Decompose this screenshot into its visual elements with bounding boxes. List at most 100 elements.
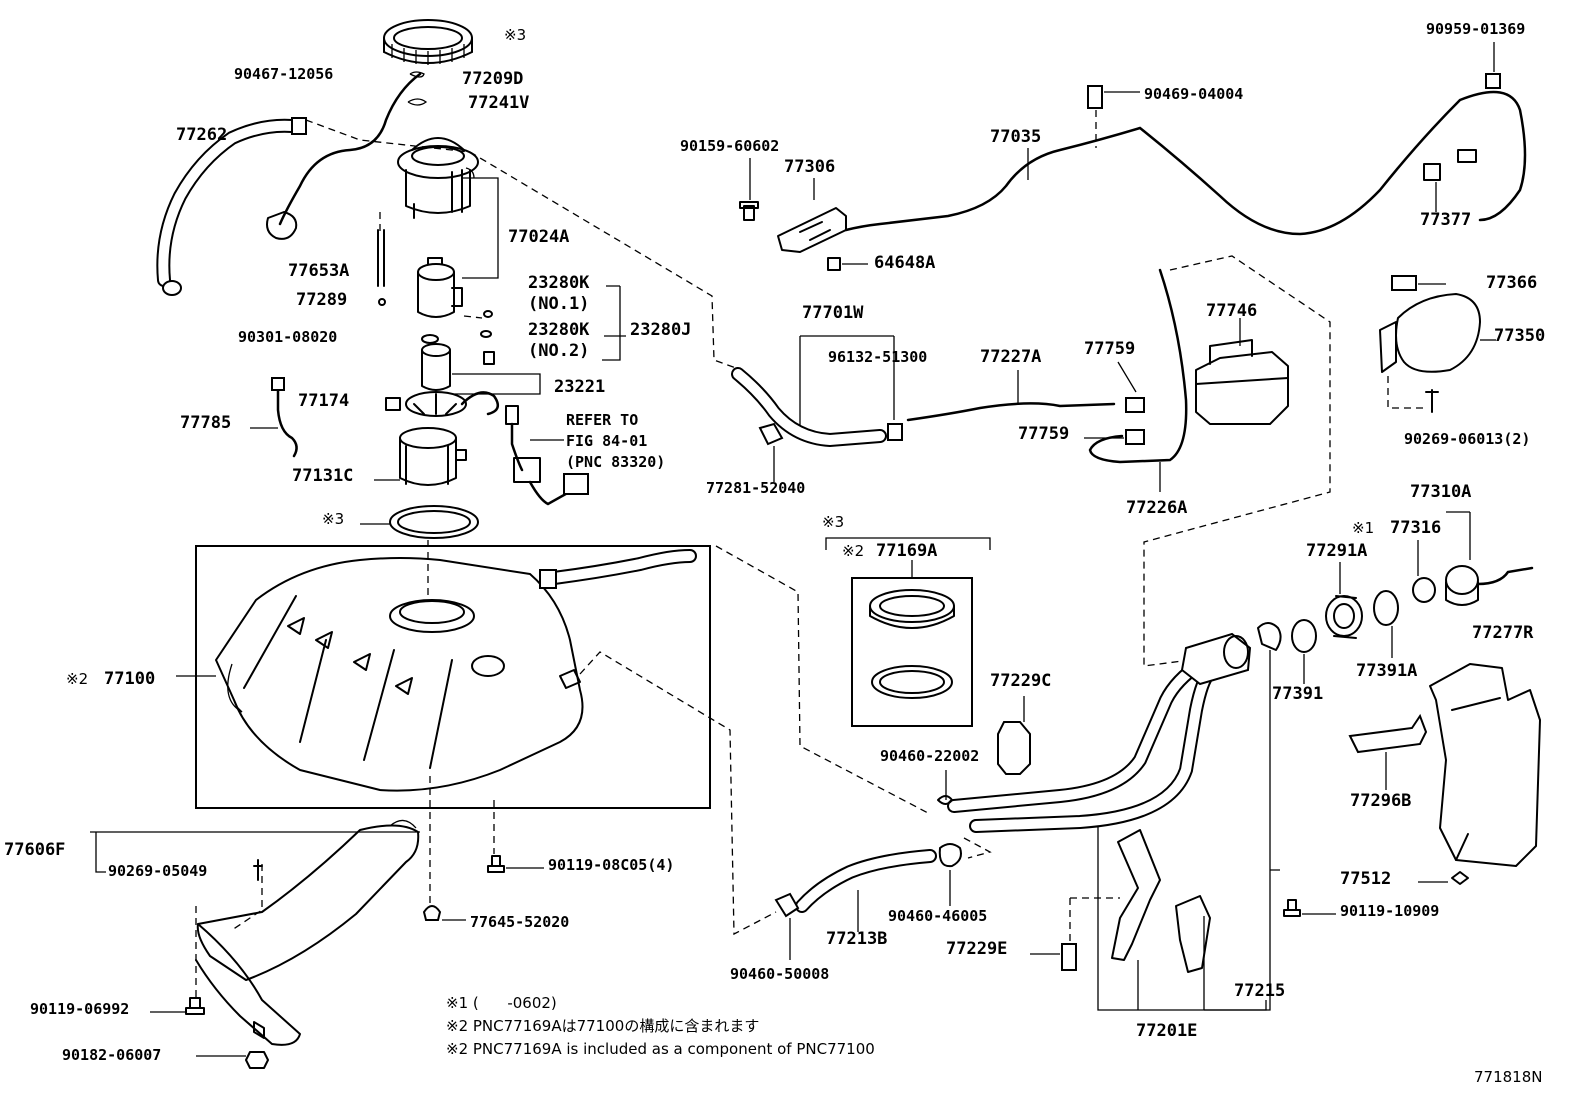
fuel-lid-77350 (1379, 293, 1481, 373)
footnote-1: ※1 ( -0602) (446, 994, 557, 1012)
reference-text: (PNC 83320) (566, 453, 665, 471)
part-label-small: 90467-12056 (234, 65, 333, 83)
part-label: 77229E (946, 939, 1007, 959)
part-label: 77377 (1420, 210, 1471, 230)
housing-77291a (1325, 595, 1363, 639)
gasket-set (871, 665, 953, 699)
part-label: 77241V (468, 93, 529, 113)
hose-77701w (731, 367, 887, 448)
clip-96132 (887, 423, 903, 441)
clamp-90469 (1087, 85, 1103, 109)
part-label: 77262 (176, 125, 227, 145)
cable-77035 (844, 90, 1527, 236)
reference-text: REFER TO (566, 411, 638, 429)
fuel-tank-77100 (215, 557, 584, 792)
part-label: 77653A (288, 261, 349, 281)
connector-77377 (1423, 149, 1477, 181)
part-label-small: 90269-06013(2) (1404, 430, 1530, 448)
part-label: 77291A (1306, 541, 1367, 561)
clip-90467 (291, 117, 307, 135)
retainer-ring-top (383, 19, 473, 65)
bolt-90119-10909 (1283, 899, 1301, 917)
part-label: 77746 (1206, 301, 1257, 321)
parts-set-box (851, 577, 973, 727)
part-label: 77226A (1126, 498, 1187, 518)
clip-77512 (1451, 871, 1469, 885)
part-label: 77606F (4, 840, 65, 860)
bracket-77229c (997, 721, 1031, 775)
footnote-2-en: ※2 PNC77169A is included as a component … (446, 1040, 875, 1058)
fitting-77759-b (1125, 429, 1145, 445)
reference-mark: ※1 (1352, 519, 1374, 537)
part-label: 64648A (874, 253, 935, 273)
part-label-small: 90469-04004 (1144, 85, 1243, 103)
part-label: 77209D (462, 69, 523, 89)
part-label: 23221 (554, 377, 605, 397)
figure-code: 771818N (1474, 1068, 1542, 1086)
hose-77209d (278, 72, 422, 226)
part-label: 77229C (990, 671, 1051, 691)
part-label: 23280K (528, 320, 590, 340)
part-label: 77201E (1136, 1021, 1197, 1041)
retainer-ring-set (869, 589, 955, 629)
part-label: 77310A (1410, 482, 1471, 502)
reference-mark: ※3 (322, 510, 344, 528)
part-label-small: 90119-08C05(4) (548, 856, 674, 874)
gasket-top (389, 505, 479, 539)
splash-guard-77277r (1429, 663, 1541, 867)
part-label: 77100 (104, 669, 155, 689)
bolt-90119-06992 (185, 997, 205, 1015)
reference-mark: ※3 (822, 513, 844, 531)
hose-connector (266, 211, 298, 240)
nut-90182-06007 (245, 1051, 269, 1069)
hardware-number-labels: 90467-12056 90959-01369 90469-04004 9015… (30, 20, 1530, 1064)
screw-90269-06013 (1425, 389, 1439, 413)
part-label: 77316 (1390, 518, 1441, 538)
canister-77746 (1195, 339, 1289, 425)
part-label: 77391A (1356, 661, 1417, 681)
part-label: 77131C (292, 466, 353, 486)
fuel-filter (417, 257, 463, 318)
part-drawings (90, 19, 1541, 1069)
part-label: 77213B (826, 929, 887, 949)
reference-mark: ※2 (842, 542, 864, 560)
part-label: (NO.1) (528, 294, 589, 314)
fuel-pump-23221 (421, 343, 495, 391)
part-number-labels: 77209D 77241V 77262 77024A 77653A 77289 … (4, 69, 1545, 1041)
part-label: 77289 (296, 290, 347, 310)
protector-77606f (195, 819, 420, 1046)
clip-77281 (758, 422, 784, 446)
pump-bracket-77174 (385, 391, 500, 417)
part-label: 77701W (802, 303, 864, 323)
part-label: 77785 (180, 413, 231, 433)
part-label: 77759 (1084, 339, 1135, 359)
part-label: 23280K (528, 273, 590, 293)
reference-mark: ※2 (66, 670, 88, 688)
part-label: 77174 (298, 391, 349, 411)
fuel-pump-module (397, 137, 479, 219)
clamp-90460-50008 (774, 892, 800, 918)
tube-77226a (1088, 268, 1188, 464)
part-label: 77296B (1350, 791, 1411, 811)
part-label-small: 77645-52020 (470, 913, 569, 931)
fitting-77759-a (1125, 397, 1145, 413)
part-label-small: 90119-06992 (30, 1000, 129, 1018)
part-label-small: 90119-10909 (1340, 902, 1439, 920)
part-label: 77366 (1486, 273, 1537, 293)
ring-77316 (1412, 577, 1436, 603)
part-label: 77350 (1494, 326, 1545, 346)
part-label: 77169A (876, 541, 937, 561)
part-label: 77512 (1340, 869, 1391, 889)
part-label: 77759 (1018, 424, 1069, 444)
filler-pipe-77201e (947, 632, 1252, 833)
part-label: 23280J (630, 320, 691, 340)
footnotes: ※1 ( -0602) ※2 PNC77169Aは77100の構成に含まれます … (446, 994, 875, 1058)
bolt-90159-60602 (739, 201, 759, 221)
part-label: 77277R (1472, 623, 1534, 643)
hose-77227a (906, 402, 1116, 422)
part-label-small: 90159-60602 (680, 137, 779, 155)
lever-77306 (777, 207, 847, 253)
part-label: 77391 (1272, 684, 1323, 704)
clip-64648a (827, 257, 841, 271)
